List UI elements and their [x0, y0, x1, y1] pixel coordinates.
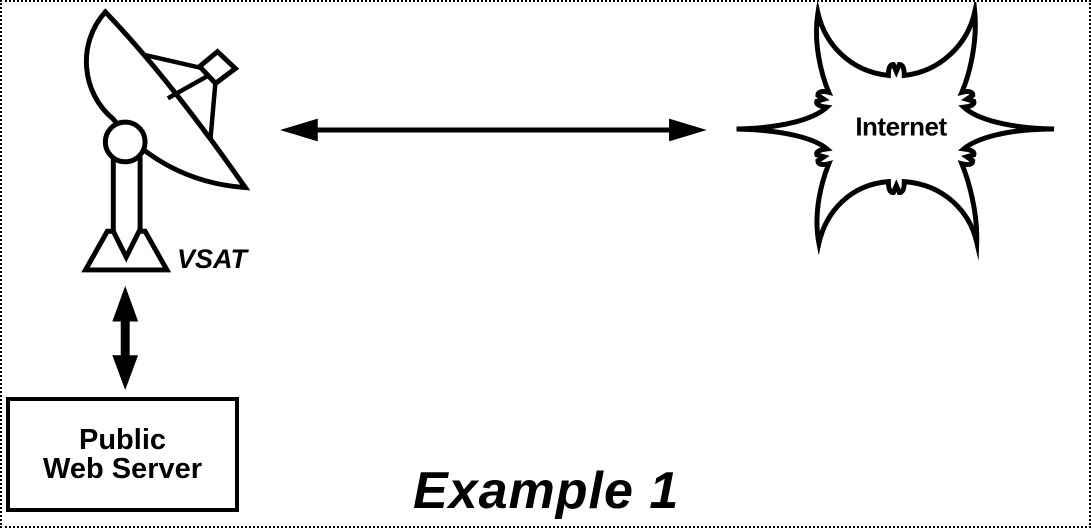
feed-horn-diamond — [196, 48, 240, 87]
stand-base — [81, 228, 172, 273]
vsat-satellite-dish-icon — [81, 8, 251, 273]
feed-strut-middle — [166, 73, 210, 101]
feed-strut-top — [142, 52, 205, 71]
web-server-box: Public Web Server — [6, 397, 239, 512]
web-server-label-line1: Public — [78, 423, 166, 456]
example-caption: Example 1 — [413, 462, 680, 520]
web-server-label-line2: Web Server — [42, 452, 203, 485]
internet-cloud-shape — [736, 2, 1055, 262]
feed-strut-bottom — [208, 81, 218, 139]
vsat-label: VSAT — [177, 244, 248, 274]
pivot-joint-circle — [102, 119, 148, 165]
dish-reflector — [83, 8, 251, 191]
vertical-double-arrow — [112, 285, 139, 391]
horizontal-double-arrow — [280, 118, 707, 142]
internet-label: Internet — [855, 111, 947, 142]
